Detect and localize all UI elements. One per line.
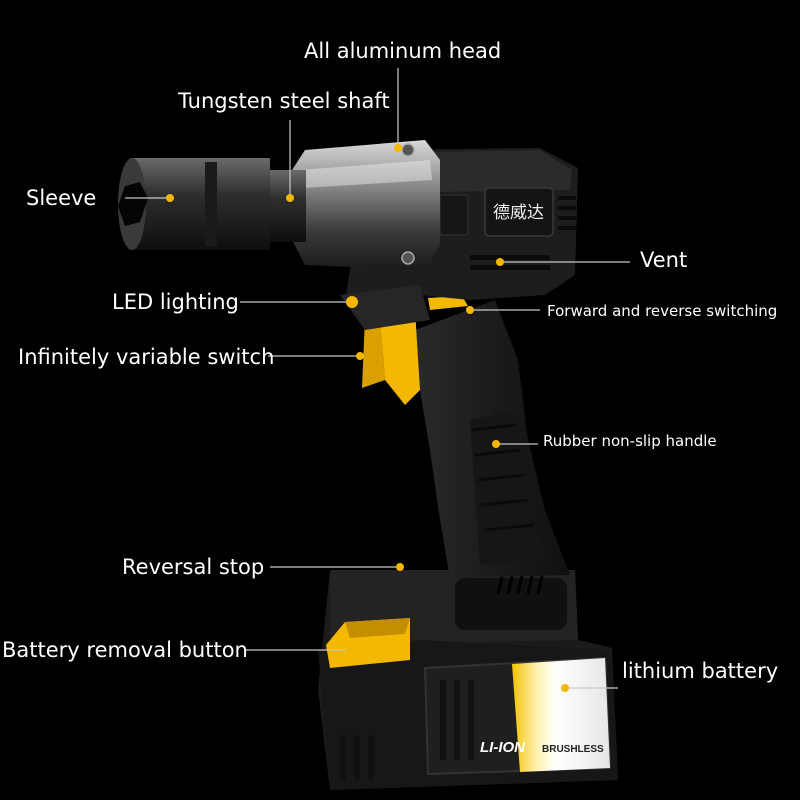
label-tungsten-steel-shaft: Tungsten steel shaft bbox=[178, 89, 390, 113]
callout-leaders bbox=[125, 68, 630, 689]
label-forward-reverse-switching: Forward and reverse switching bbox=[547, 302, 778, 320]
shaft-and-sleeve bbox=[118, 158, 306, 250]
label-reversal-stop: Reversal stop bbox=[122, 555, 265, 579]
label-vent: Vent bbox=[640, 248, 688, 272]
hex-socket-opening bbox=[118, 182, 148, 226]
handle-grip-texture bbox=[471, 423, 535, 532]
label-lithium-battery: lithium battery bbox=[622, 659, 779, 683]
battery-pack: LI-ION BRUSHLESS bbox=[318, 570, 618, 790]
forward-reverse-switch bbox=[428, 296, 468, 310]
label-sleeve: Sleeve bbox=[26, 186, 97, 210]
handle bbox=[362, 296, 570, 578]
label-battery-removal-button: Battery removal button bbox=[2, 638, 248, 662]
battery-vent-slots bbox=[496, 575, 544, 595]
battery-label bbox=[512, 658, 610, 772]
trigger bbox=[380, 310, 420, 405]
brushless-marking: BRUSHLESS bbox=[542, 744, 604, 755]
label-all-aluminum-head: All aluminum head bbox=[304, 39, 502, 63]
battery-grip-ribs bbox=[340, 680, 474, 780]
brand-plate bbox=[484, 187, 554, 237]
brand-name: 德威达 bbox=[493, 203, 544, 223]
li-ion-marking: LI-ION bbox=[480, 739, 526, 756]
label-rubber-handle: Rubber non-slip handle bbox=[543, 432, 717, 450]
aluminum-head bbox=[292, 140, 440, 270]
label-infinitely-variable-switch: Infinitely variable switch bbox=[18, 345, 275, 369]
label-led-lighting: LED lighting bbox=[112, 290, 239, 314]
sleeve bbox=[130, 158, 270, 250]
side-vents bbox=[470, 196, 576, 270]
callout-dots bbox=[166, 144, 569, 692]
